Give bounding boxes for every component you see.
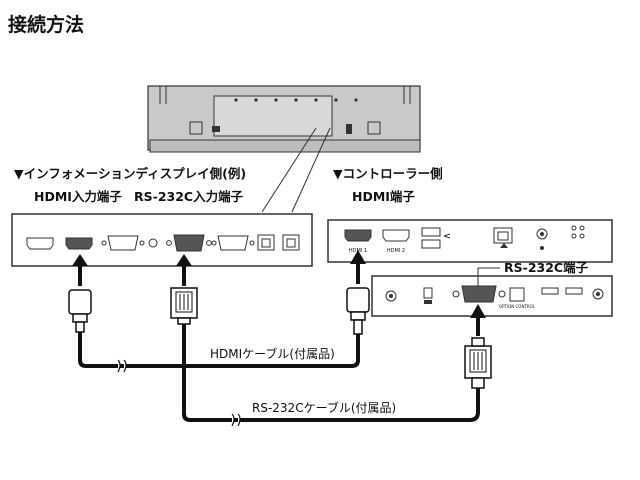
rs232c-plug-controller-side — [464, 337, 492, 389]
controller-panel-top: HDMI 1 HDMI 2 — [327, 219, 613, 263]
rs232c-plug-display-side — [170, 287, 198, 325]
controller-side-heading: ▼コントローラー側 — [333, 166, 443, 181]
arrow-up-icon — [350, 250, 366, 284]
cable-break-mark — [231, 413, 241, 427]
display-rs232c-input-label: RS-232C入力端子 — [134, 189, 244, 204]
controller-rs232c-port-label: RS-232C端子 — [504, 260, 589, 275]
display-back-illustration — [147, 85, 421, 153]
arrow-up-icon — [470, 304, 486, 336]
cable-break-mark — [117, 359, 127, 373]
controller-panel-bottom: OPTION CONTROL — [371, 275, 613, 317]
callout-line — [291, 127, 331, 213]
display-hdmi-input-label: HDMI入力端子 — [34, 189, 122, 204]
display-side-heading: ▼インフォメーションディスプレイ側(例) — [14, 166, 246, 181]
arrow-up-icon — [176, 254, 192, 286]
display-port-panel — [11, 213, 313, 267]
rs232c-cable-label: RS-232Cケーブル(付属品) — [252, 400, 396, 415]
controller-hdmi-port-label: HDMI端子 — [352, 189, 415, 204]
hdmi-cable — [78, 332, 360, 368]
option-control-label: OPTION CONTROL — [499, 304, 536, 309]
hdmi2-port-label: HDMI 2 — [387, 248, 405, 254]
callout-line — [261, 127, 317, 213]
arrow-up-icon — [72, 254, 88, 286]
hdmi-plug-controller-side — [346, 287, 370, 335]
rs232c-cable — [182, 320, 480, 422]
hdmi-plug-display-side — [68, 289, 92, 333]
hdmi-cable-label: HDMIケーブル(付属品) — [210, 346, 335, 361]
page-title: 接続方法 — [8, 14, 85, 36]
